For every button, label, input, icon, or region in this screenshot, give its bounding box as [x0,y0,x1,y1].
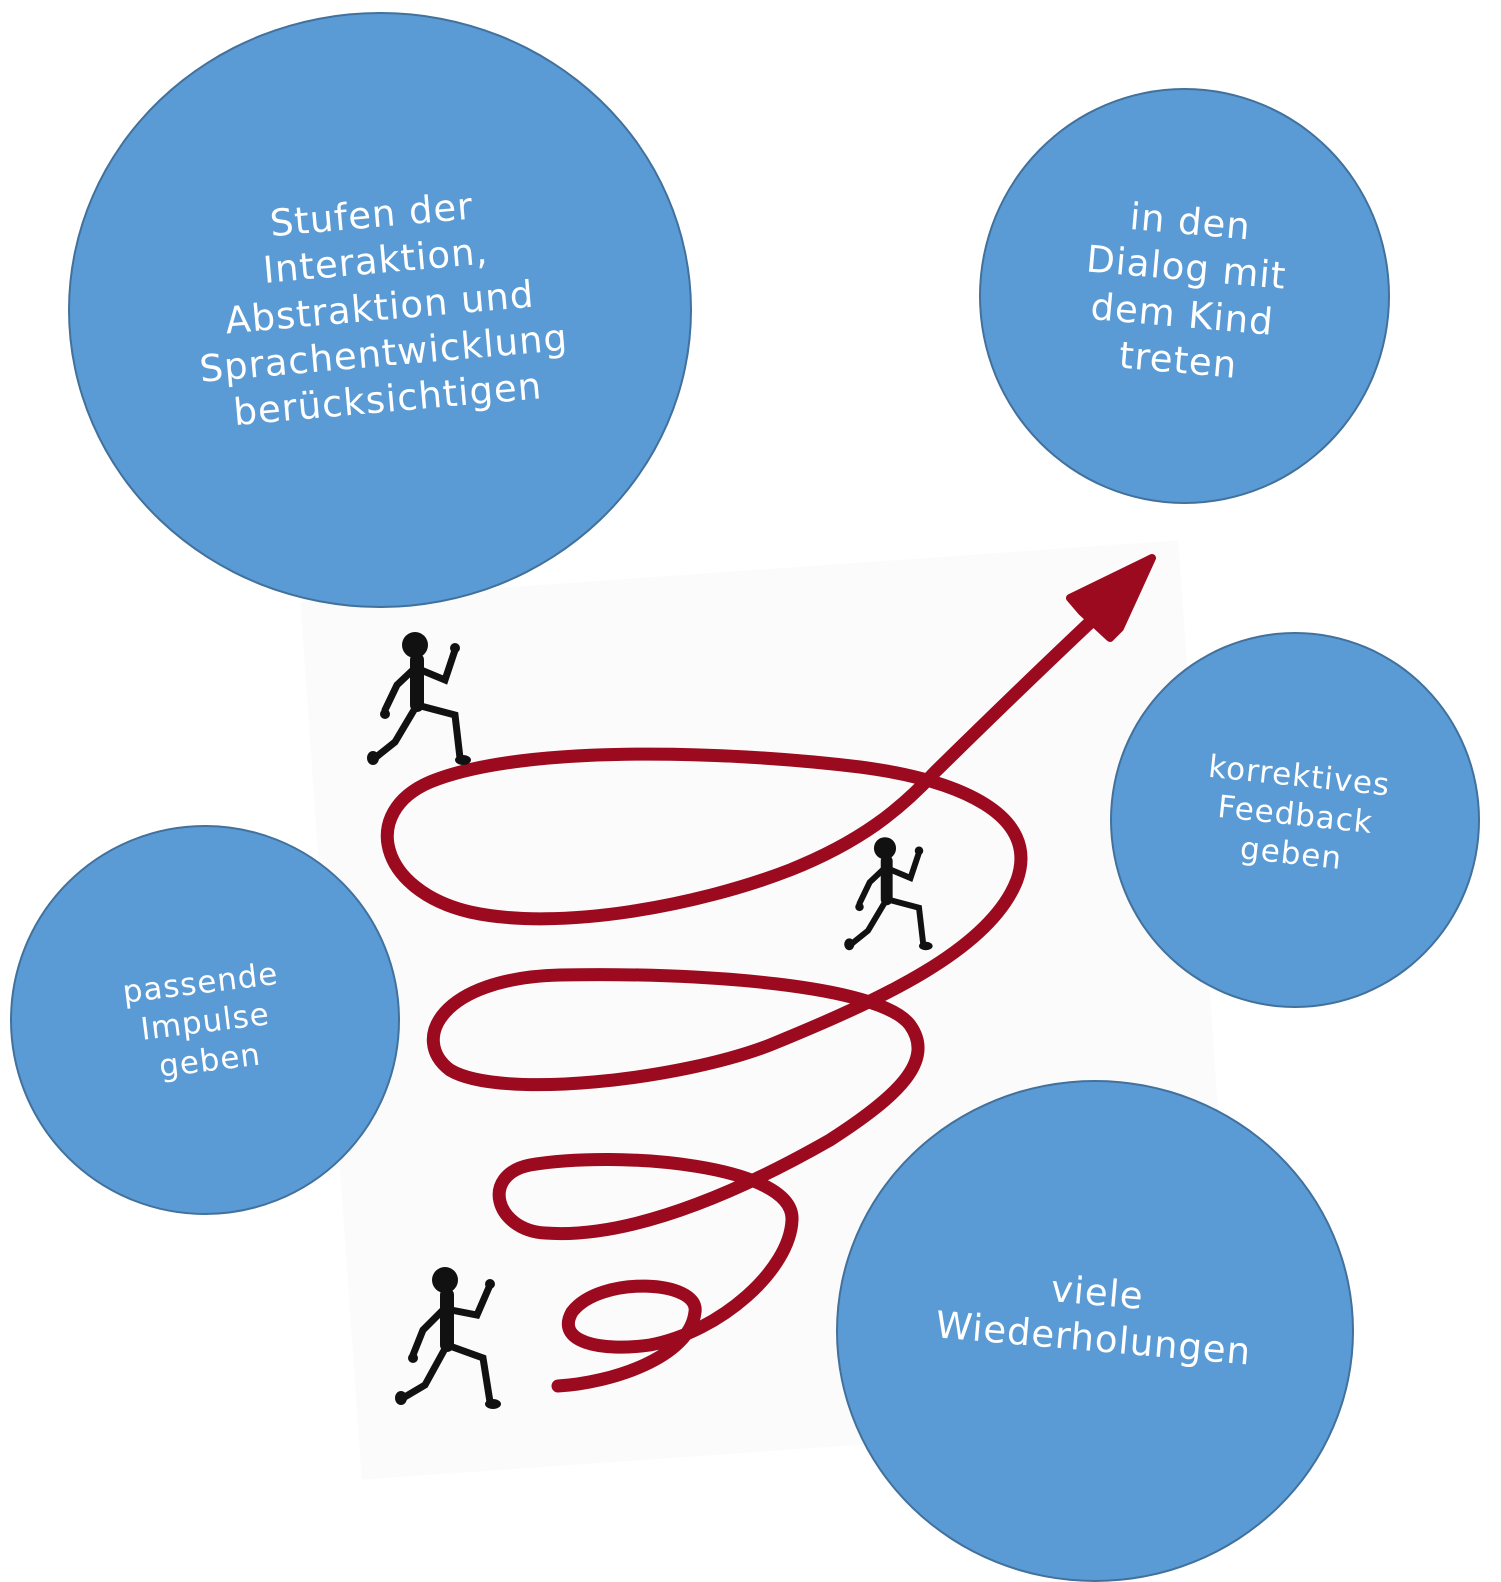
bubble-dialog: in den Dialog mit dem Kind treten [979,88,1390,504]
bubble-feedback: korrektives Feedback geben [1110,632,1480,1008]
bubble-wiederholungen-label: viele Wiederholungen [933,1266,1253,1374]
bubble-impulse-label: passende Impulse geben [120,955,281,1085]
arrow-head-icon [1066,554,1156,642]
bubble-stufen: Stufen der Interaktion, Abstraktion und … [68,12,692,608]
bubble-stufen-label: Stufen der Interaktion, Abstraktion und … [198,184,570,435]
bubble-feedback-label: korrektives Feedback geben [1206,748,1392,877]
bubble-impulse: passende Impulse geben [10,825,400,1215]
spiral-arrow-icon [380,606,1107,1393]
bubble-dialog-label: in den Dialog mit dem Kind treten [1084,194,1289,387]
bubble-wiederholungen: viele Wiederholungen [836,1080,1354,1582]
running-figure-icon [844,837,933,951]
running-figure-icon [395,1267,501,1409]
running-figure-icon [367,632,471,765]
